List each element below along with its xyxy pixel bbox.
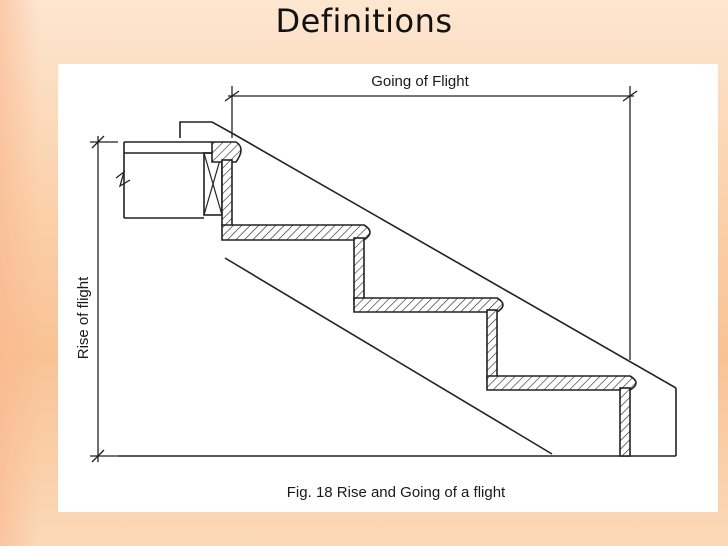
rise-of-flight-label: Rise of flight xyxy=(75,276,92,359)
string-bottom-line xyxy=(224,257,553,455)
figure-caption: Fig. 18 Rise and Going of a flight xyxy=(287,484,506,501)
top-nosing xyxy=(211,141,242,163)
slide-background-accent xyxy=(0,0,40,546)
break-mark xyxy=(115,170,131,188)
wall-post xyxy=(179,121,231,138)
tread-2 xyxy=(353,297,504,313)
tread-3 xyxy=(486,375,637,391)
riser-3 xyxy=(486,309,498,381)
figure-panel xyxy=(58,64,718,512)
going-of-flight-label: Going of Flight xyxy=(371,73,469,90)
riser-4 xyxy=(619,387,631,457)
slide-title: Definitions xyxy=(275,2,453,40)
riser-2 xyxy=(353,237,365,305)
string-top-line xyxy=(229,131,677,389)
tread-1 xyxy=(221,224,371,241)
riser-1 xyxy=(221,159,233,227)
